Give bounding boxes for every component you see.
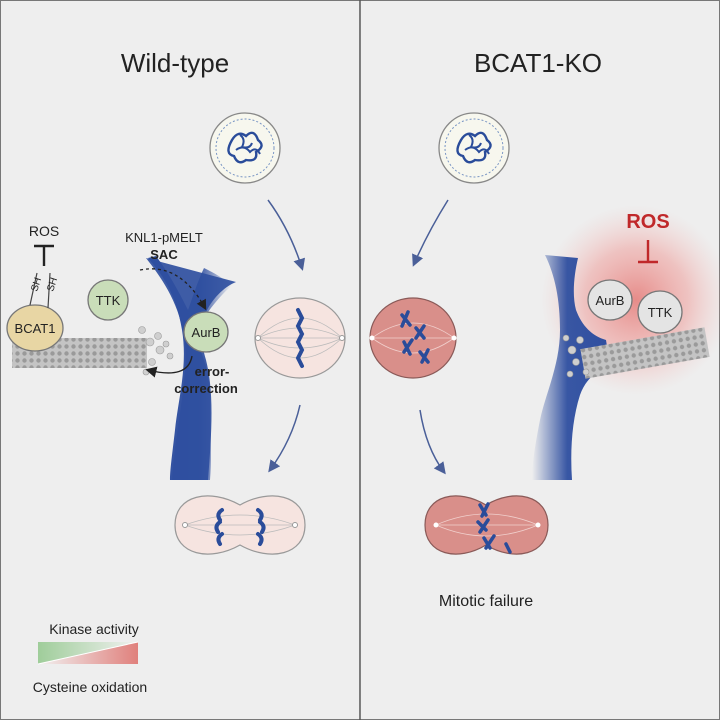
ko-ttk-label: TTK bbox=[648, 305, 673, 320]
wt-centromere bbox=[146, 256, 236, 480]
ko-interphase-cell bbox=[438, 112, 510, 184]
error-correction-arrow bbox=[145, 355, 193, 378]
ko-inhibition-symbol bbox=[638, 240, 658, 264]
wt-ttk-label: TTK bbox=[96, 293, 121, 308]
bcat1-protein bbox=[6, 304, 64, 352]
wt-telophase-cell bbox=[174, 495, 306, 555]
wt-ros-label: ROS bbox=[29, 223, 59, 239]
ko-ttk-protein bbox=[637, 290, 683, 334]
sh-bond-1 bbox=[29, 272, 38, 306]
error-label-2: correction bbox=[174, 381, 238, 396]
wt-metaphase-cell bbox=[254, 297, 346, 379]
error-label-1: error- bbox=[195, 364, 230, 379]
bcat1-label: BCAT1 bbox=[15, 321, 56, 336]
sh-bond-2 bbox=[47, 272, 51, 309]
ko-centromere bbox=[532, 255, 610, 480]
ko-aurb-label: AurB bbox=[596, 293, 625, 308]
ko-tubulin-particles bbox=[562, 334, 590, 378]
wt-ttk-protein bbox=[87, 279, 129, 321]
wt-aurb-protein bbox=[183, 311, 229, 353]
right-title: BCAT1-KO bbox=[474, 48, 602, 78]
ko-arrow-2 bbox=[419, 409, 446, 475]
ko-microtubule bbox=[580, 327, 710, 379]
sh-label-1: SH bbox=[29, 276, 44, 293]
mitotic-failure-caption: Mitotic failure bbox=[439, 593, 533, 610]
legend-gradient-bar bbox=[37, 641, 139, 665]
sac-label: SAC bbox=[150, 247, 178, 262]
sac-arrow bbox=[139, 268, 207, 311]
left-title: Wild-type bbox=[121, 48, 229, 78]
knl1-label: KNL1-pMELT bbox=[125, 230, 203, 245]
legend-kinase-label: Kinase activity bbox=[49, 621, 138, 637]
ko-arrow-1 bbox=[412, 199, 449, 267]
wt-interphase-cell bbox=[209, 112, 281, 184]
sh-label-2: SH bbox=[45, 276, 60, 293]
wt-aurb-label: AurB bbox=[192, 325, 221, 340]
ko-metaphase-cell bbox=[369, 297, 457, 379]
wt-arrow-2 bbox=[268, 404, 301, 473]
wt-arrow-1 bbox=[267, 199, 306, 271]
ko-failed-division-cell bbox=[424, 495, 549, 555]
ko-aurb-protein bbox=[587, 279, 633, 321]
legend-oxidation-label: Cysteine oxidation bbox=[33, 679, 147, 695]
ko-ros-label: ROS bbox=[626, 211, 669, 233]
wt-inhibition-symbol bbox=[34, 244, 54, 266]
